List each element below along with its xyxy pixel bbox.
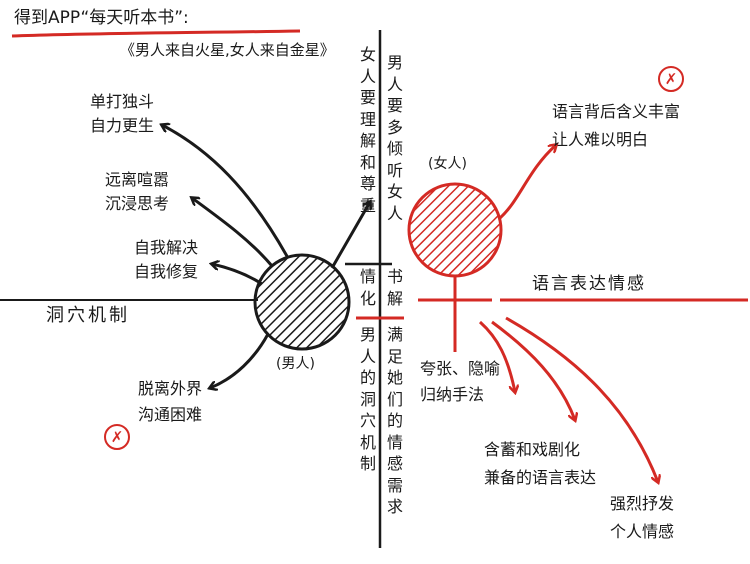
crossing-right-label: 书解 [386,267,403,308]
woman-arrow-2 [479,320,515,392]
woman-trait-4: 强烈抒发 个人情感 [610,494,675,541]
title-underline [11,29,301,38]
woman-trait-2: 夸张、隐喻 归纳手法 [420,359,501,404]
man-label: (男人) [276,356,315,372]
man-arrow-1 [162,125,290,259]
woman-trait-1: 语言背后含义丰富 让人难以明白 [552,102,681,149]
woman-wrong-mark: ✗ [658,66,684,92]
bottom-right-vertical-note: 满足她们的情感需求 [386,325,403,516]
woman-axis-label: 语言表达情感 [532,274,646,294]
woman-trait-3: 含蓄和戏剧化 兼备的语言表达 [484,440,597,487]
man-axis-label: 洞穴机制 [46,305,130,326]
man-arrow-4 [210,333,270,388]
woman-arrow-3 [491,320,575,420]
man-trait-2: 远离喧嚣 沉浸思考 [105,170,170,213]
man-trait-3: 自我解决 自我修复 [134,238,199,281]
bottom-left-vertical-note: 男人的洞穴机制 [359,325,376,473]
top-left-vertical-note: 女人要理解和尊重 [359,45,376,215]
woman-arrow-4 [505,316,658,482]
book-title: 《男人来自火星,女人来自金星》 [120,41,335,59]
woman-arrow-1 [498,145,556,220]
app-title: 得到APP“每天听本书”: [14,8,189,28]
man-arrow-2 [192,198,274,267]
man-symbol-arrow [330,202,370,269]
woman-label: (女人) [428,156,467,172]
top-right-vertical-note: 男人要多倾听女人 [386,53,403,223]
woman-circle [407,182,503,278]
crossing-left-label: 情化 [359,267,376,308]
man-wrong-mark: ✗ [104,424,130,450]
man-trait-1: 单打独斗 自力更生 [90,92,155,135]
man-trait-4: 脱离外界 沟通困难 [138,379,203,424]
man-circle [253,253,351,351]
man-arrow-3 [212,264,263,286]
